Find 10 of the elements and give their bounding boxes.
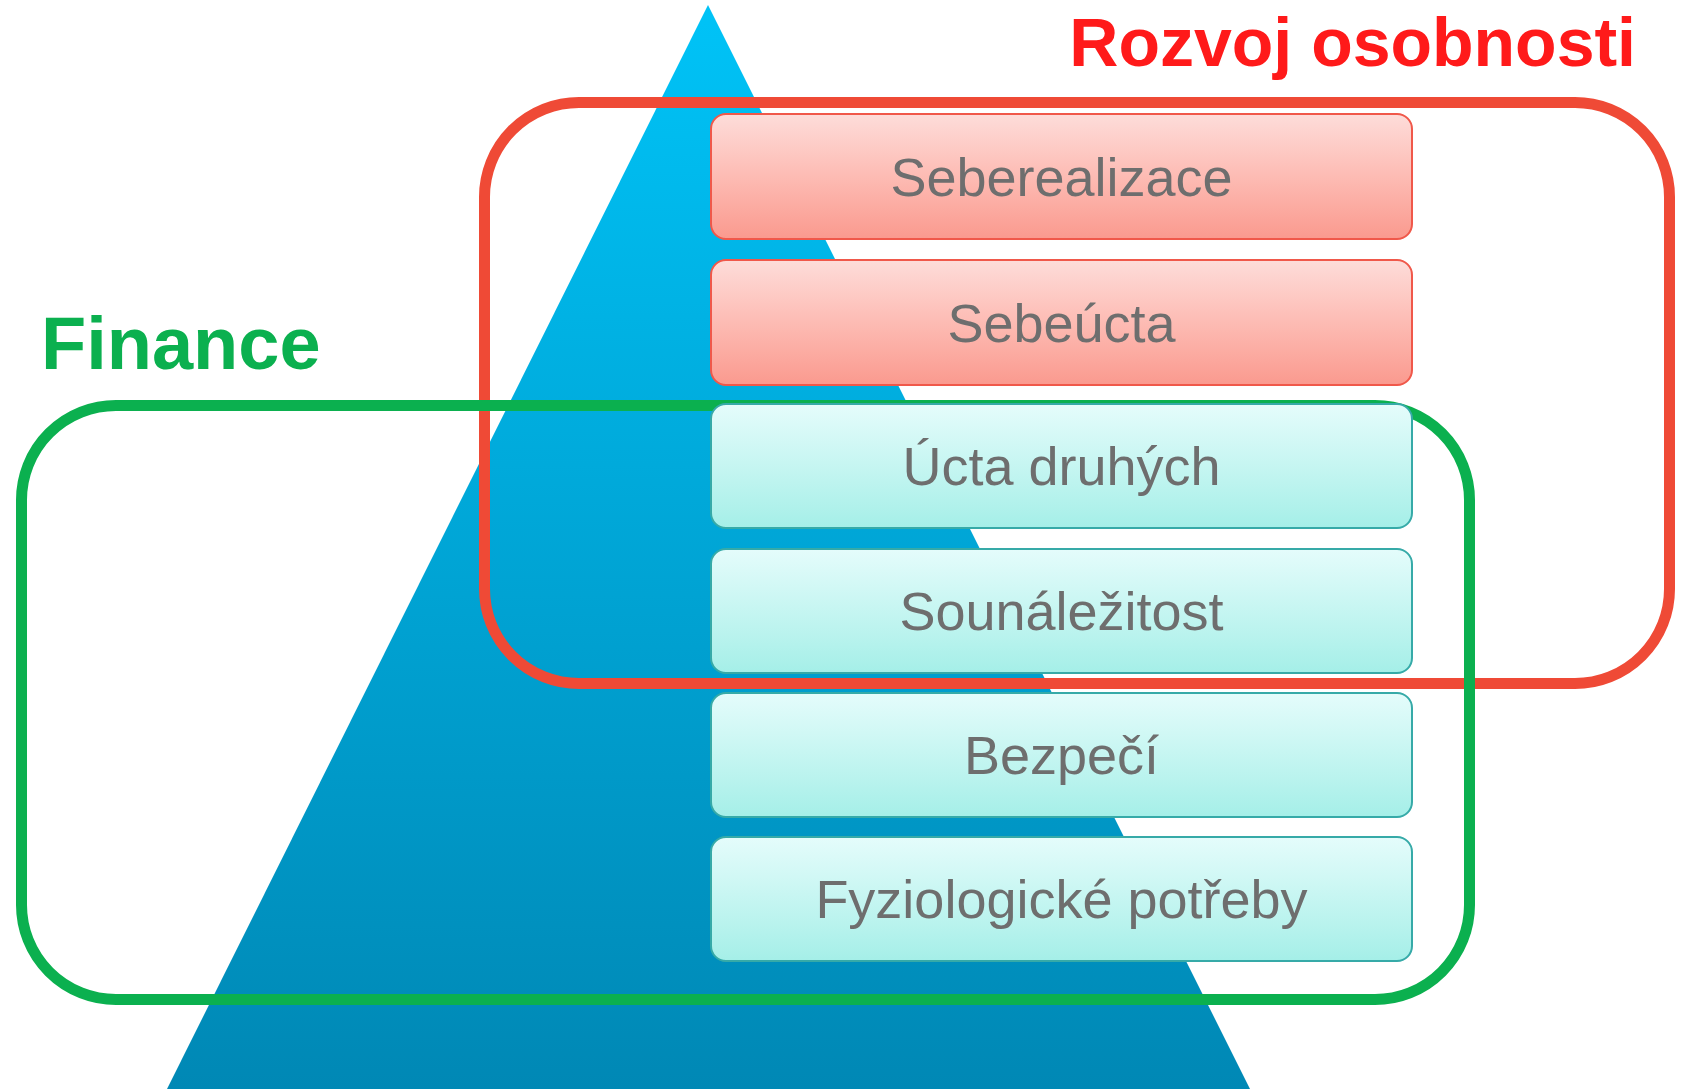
level-box — [710, 692, 1413, 818]
level-box — [710, 403, 1413, 529]
level-box — [710, 259, 1413, 386]
group-heading: Finance — [41, 307, 321, 381]
level-label: Seberealizace — [890, 149, 1233, 204]
level-box — [710, 548, 1413, 674]
level-label: Sebeúcta — [947, 295, 1176, 350]
level-box — [710, 113, 1413, 240]
level-label: Sounáležitost — [899, 584, 1224, 638]
level-box — [710, 836, 1413, 962]
